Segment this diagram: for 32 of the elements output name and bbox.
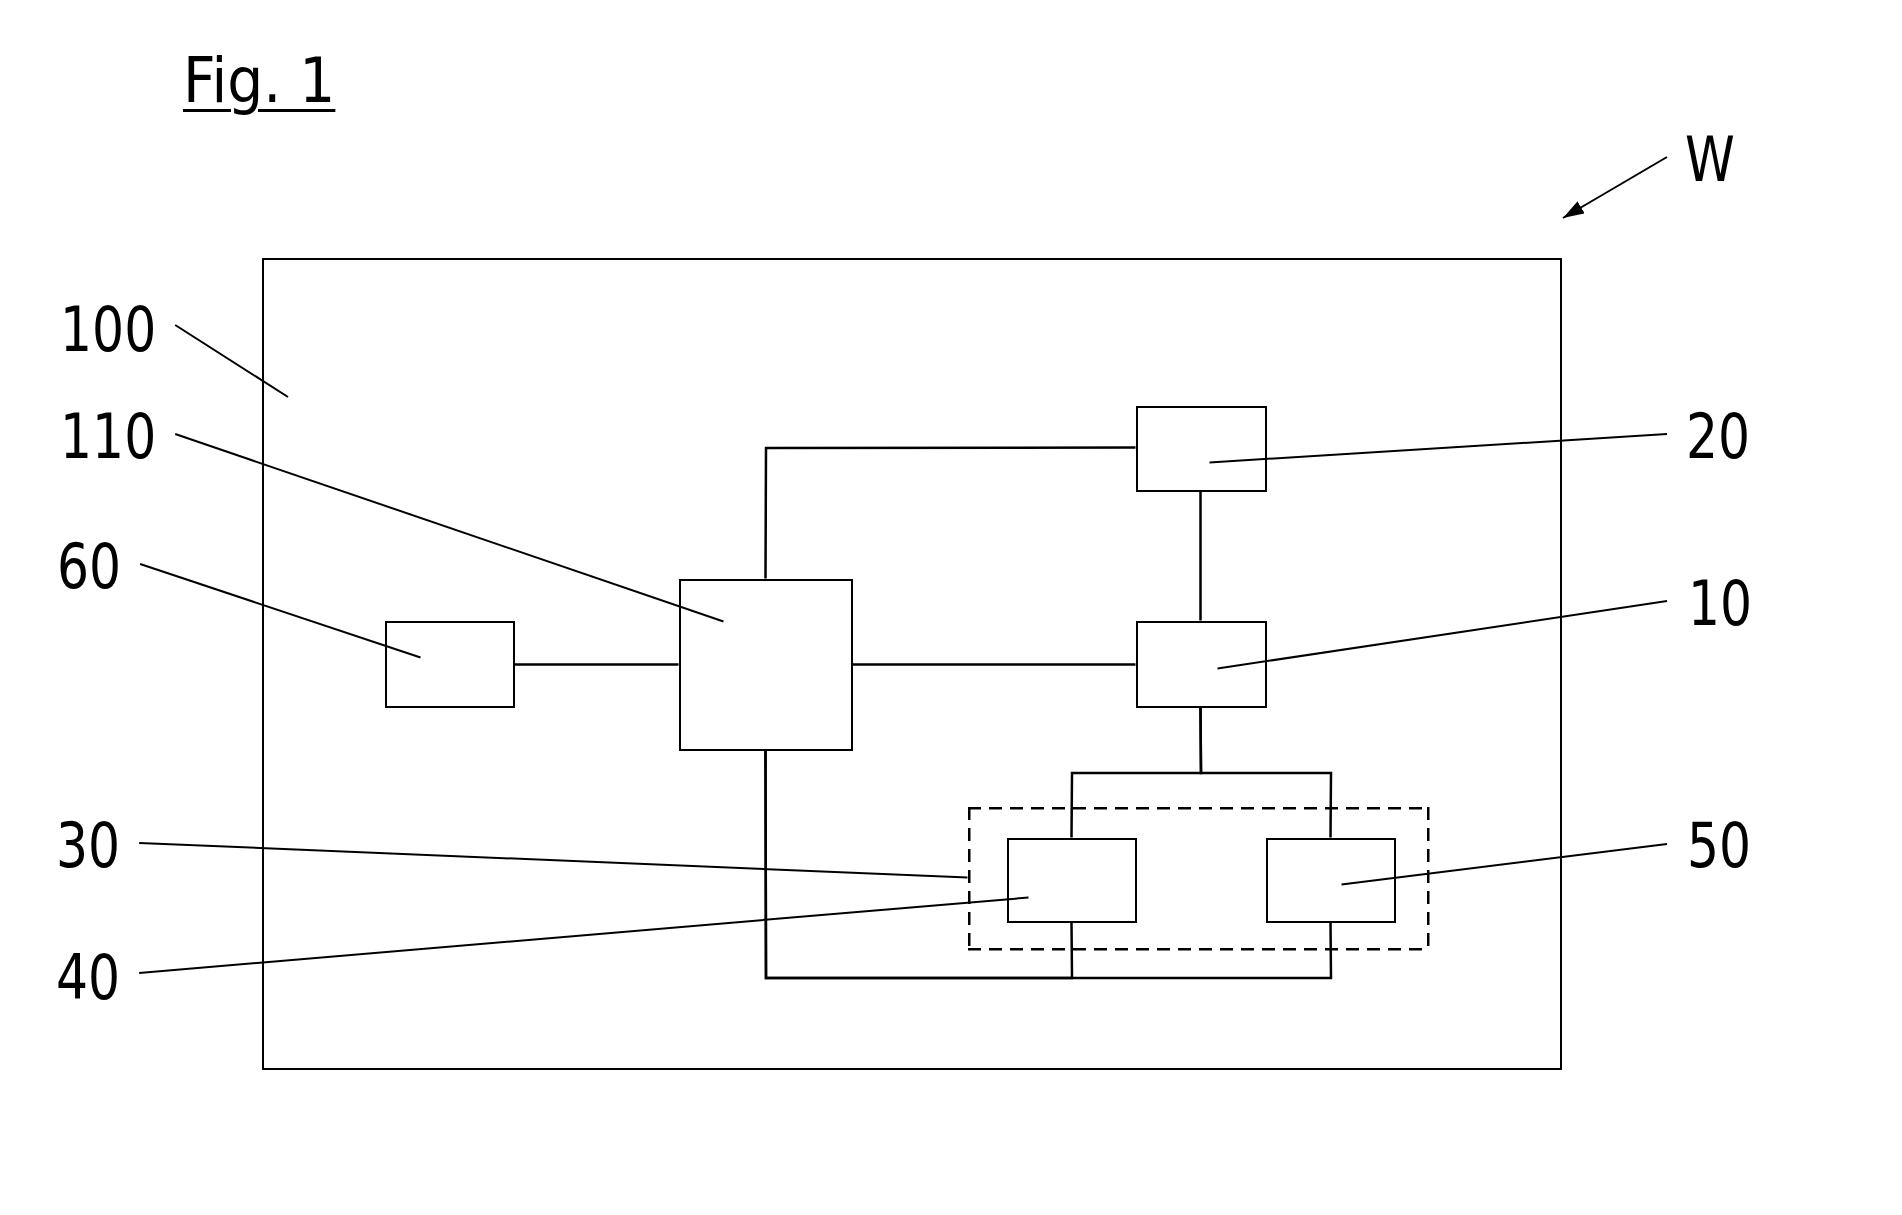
- leader-line: [174, 433, 725, 623]
- reference-numeral: 40: [56, 945, 121, 1009]
- leader-line: [138, 842, 969, 879]
- reference-numeral: 60: [57, 534, 122, 598]
- leader-line: [174, 324, 289, 398]
- outer-box: [262, 258, 1562, 1070]
- block-box: [384, 620, 515, 708]
- connector-line: [764, 446, 1136, 579]
- reference-letter: W: [1685, 127, 1735, 191]
- block-box: [1135, 620, 1267, 708]
- block-box: [1006, 837, 1137, 923]
- leader-line: [1216, 600, 1668, 670]
- leader-line: [139, 563, 422, 659]
- reference-numeral: 110: [60, 404, 157, 468]
- connector-line: [764, 750, 1333, 980]
- dashed-group-box: [967, 806, 1430, 951]
- block-box: [1135, 405, 1267, 492]
- leader-line: [1208, 433, 1668, 464]
- block-box: [678, 578, 853, 751]
- leader-arrow: [1562, 156, 1668, 219]
- reference-numeral: 10: [1688, 571, 1753, 635]
- leader-line: [1340, 843, 1668, 886]
- reference-numeral: 50: [1687, 813, 1752, 877]
- leader-line: [138, 896, 1030, 974]
- block-box: [1265, 837, 1396, 923]
- reference-numeral: 30: [56, 813, 121, 877]
- reference-numeral: 100: [60, 297, 157, 361]
- connector-line: [1199, 491, 1202, 621]
- connector-line: [514, 663, 679, 666]
- connector-line: [852, 663, 1136, 666]
- connector-line: [1199, 707, 1333, 838]
- reference-numeral: 20: [1686, 404, 1751, 468]
